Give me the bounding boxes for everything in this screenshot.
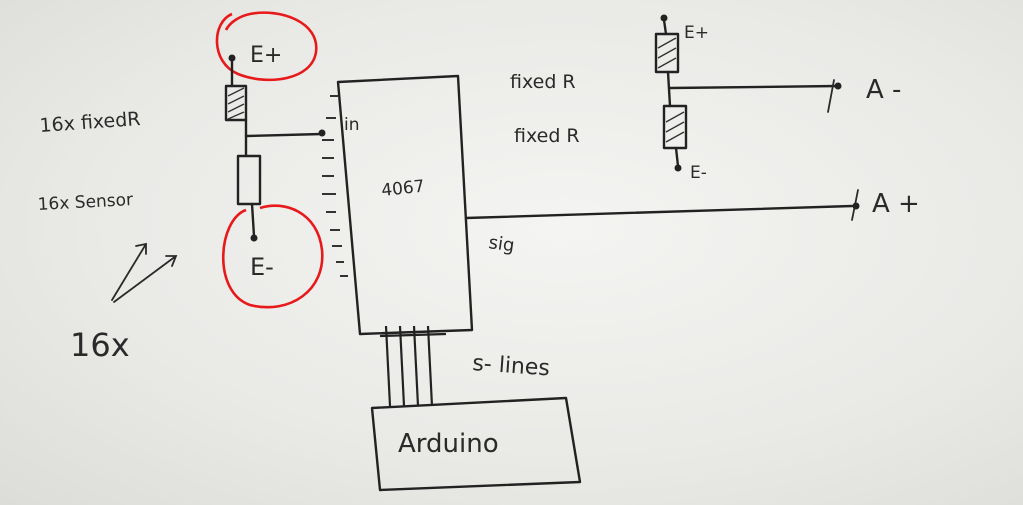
right-e-plus-label: E+ bbox=[684, 23, 709, 43]
multiplier-label: 16x bbox=[70, 326, 130, 364]
right-resistor-bottom bbox=[662, 104, 688, 150]
arduino-block: Arduino bbox=[370, 396, 582, 492]
left-bottom-lead bbox=[250, 202, 256, 238]
left-divider: E+ 16x fixedR 16x Sensor E- 16x bbox=[37, 11, 326, 364]
a-plus-label: A + bbox=[872, 189, 920, 219]
left-sensor-resistor bbox=[236, 154, 262, 206]
multiplier-arrow-2 bbox=[113, 255, 178, 303]
right-bridge: E+ fixed R A - fixed R E- A + bbox=[510, 14, 920, 221]
multiplier-arrow-1 bbox=[111, 242, 147, 301]
right-e-minus-dot bbox=[674, 164, 682, 172]
left-e-plus-label: E+ bbox=[250, 43, 282, 68]
mux-select-label: s- lines bbox=[472, 351, 551, 381]
e-minus-terminal-dot bbox=[250, 234, 258, 242]
right-junction-lead bbox=[666, 70, 672, 108]
mux-chip-label: 4067 bbox=[380, 177, 425, 201]
left-to-mux-wire bbox=[244, 132, 324, 138]
a-minus-label: A - bbox=[866, 75, 901, 105]
arduino-label: Arduino bbox=[398, 429, 499, 459]
right-e-plus-dot bbox=[660, 14, 668, 22]
right-top-lead bbox=[662, 18, 668, 36]
highlight-circle-e-minus bbox=[221, 204, 324, 309]
right-resistor-bottom-label: fixed R bbox=[514, 125, 580, 147]
right-resistor-top-label: fixed R bbox=[510, 71, 576, 93]
mux-input-dot bbox=[318, 129, 326, 137]
mux-4067: in 4067 sig s- lines bbox=[322, 74, 854, 407]
highlight-circle-e-plus bbox=[215, 11, 318, 82]
mux-chip-body bbox=[336, 74, 474, 336]
arduino-box bbox=[370, 396, 582, 492]
a-minus-dot bbox=[834, 82, 842, 90]
mux-input-pins bbox=[322, 95, 348, 277]
left-resistor-label: 16x fixedR bbox=[39, 108, 141, 137]
left-e-minus-label: E- bbox=[250, 253, 274, 281]
right-resistor-top bbox=[654, 32, 680, 74]
right-a-minus-wire bbox=[668, 84, 840, 90]
right-bottom-lead bbox=[674, 146, 680, 168]
mux-sig-label: sig bbox=[487, 232, 515, 256]
left-fixed-resistor bbox=[224, 84, 248, 122]
mux-input-label: in bbox=[344, 115, 360, 135]
mux-sig-wire bbox=[464, 204, 854, 220]
a-minus-tick bbox=[827, 79, 835, 113]
mux-select-lines bbox=[379, 325, 447, 407]
e-plus-terminal-dot bbox=[228, 54, 236, 62]
right-e-minus-label: E- bbox=[690, 163, 707, 183]
a-plus-dot bbox=[852, 202, 860, 210]
left-sensor-label: 16x Sensor bbox=[37, 190, 133, 215]
